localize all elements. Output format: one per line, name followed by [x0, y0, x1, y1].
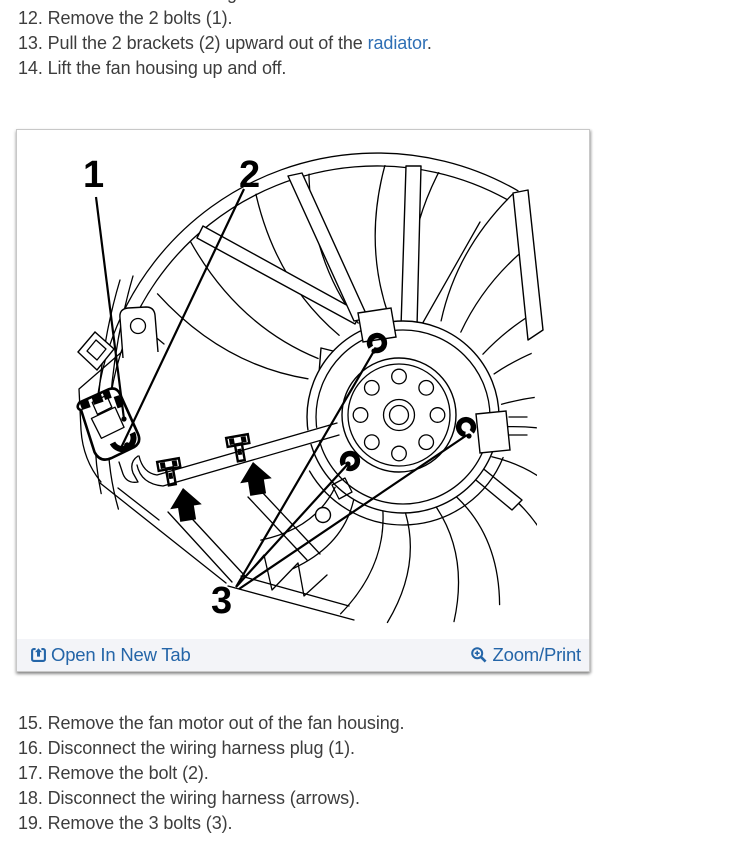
svg-text:3: 3	[211, 580, 232, 622]
svg-text:1: 1	[83, 154, 104, 196]
svg-text:2: 2	[239, 154, 260, 196]
